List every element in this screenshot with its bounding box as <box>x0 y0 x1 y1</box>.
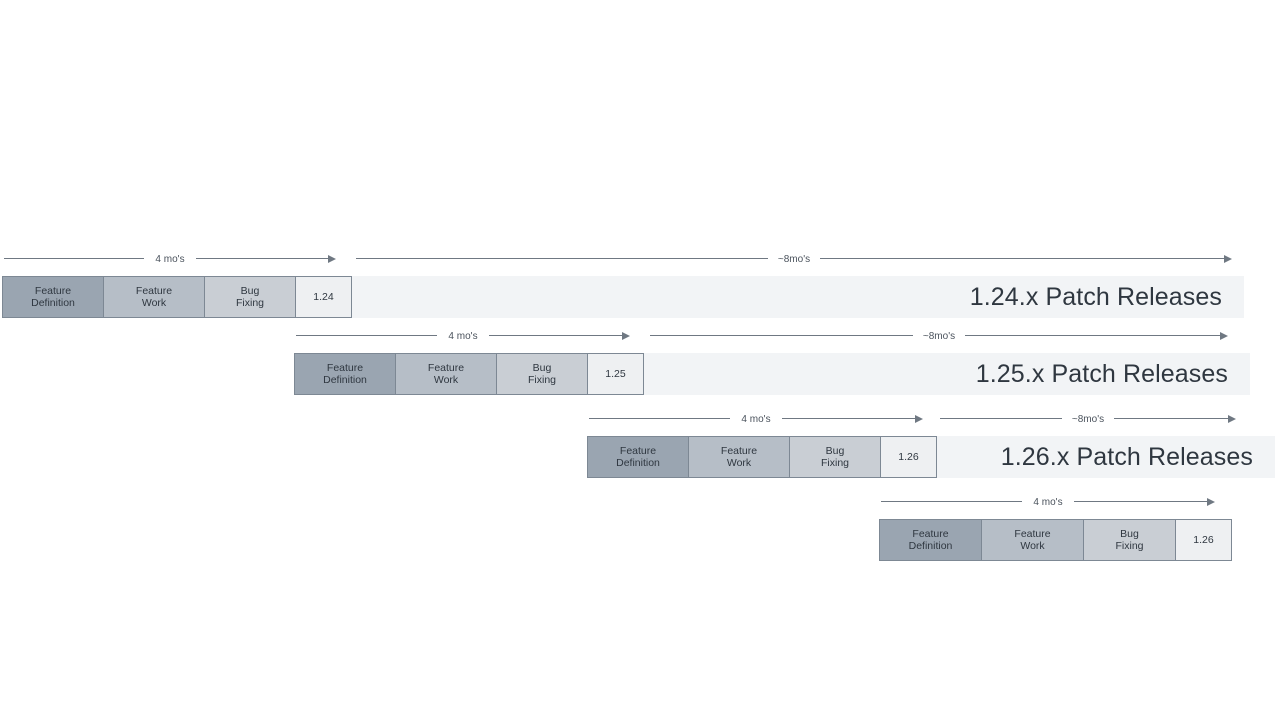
dev-duration-arrow-1.26-arrowhead-icon <box>1207 497 1215 506</box>
phase-cell-version: 1.25 <box>588 354 643 394</box>
phase-cell-bug-fixing-line1: Bug <box>532 361 552 374</box>
dev-duration-arrow-1.24-line-left <box>4 258 144 259</box>
dev-duration-arrow-1.26: 4 mo's <box>589 413 923 435</box>
phase-cell-feature-work-line1: Feature <box>135 284 173 297</box>
phase-cell-feature-definition-line1: Feature <box>34 284 72 297</box>
phase-cell-feature-definition-line2: Definition <box>908 540 953 552</box>
phase-cell-bug-fixing-line1: Bug <box>1120 527 1139 540</box>
patch-release-label: 1.24.x Patch Releases <box>969 282 1222 311</box>
phase-cell-feature-definition-line2: Definition <box>323 374 367 386</box>
phase-cell-feature-definition-line2: Definition <box>31 297 75 309</box>
dev-duration-arrow-1.25-arrowhead-icon <box>622 331 630 340</box>
phase-cell-feature-work-line1: Feature <box>427 361 465 374</box>
patch-duration-arrow-1.25-line-right <box>965 335 1220 336</box>
patch-duration-arrow-1.26-line-right <box>1114 418 1228 419</box>
dev-duration-arrow-1.26-label: 4 mo's <box>741 414 771 425</box>
dev-duration-arrow-1.26-label: 4 mo's <box>1033 497 1063 508</box>
patch-duration-arrow-1.24-arrowhead-icon <box>1224 254 1232 263</box>
dev-duration-arrow-1.25-line-right <box>489 335 622 336</box>
dev-duration-arrow-1.26-line-right <box>1074 501 1207 502</box>
phase-cell-bug-fixing-line2: Fixing <box>527 374 556 386</box>
phase-cell-version: 1.26 <box>881 437 936 477</box>
patch-duration-arrow-1.26-label: ~8mo's <box>1071 414 1105 425</box>
patch-duration-arrow-1.25-arrowhead-icon <box>1220 331 1228 340</box>
dev-duration-arrow-1.24-arrowhead-icon <box>328 254 336 263</box>
phase-cell-feature-definition-line1: Feature <box>912 527 949 540</box>
patch-duration-arrow-1.24-label: ~8mo's <box>777 254 811 265</box>
phase-cell-version: 1.24 <box>296 277 351 317</box>
phase-cell-bug-fixing-line2: Fixing <box>820 457 849 469</box>
phase-cell-version: 1.26 <box>1176 520 1231 560</box>
phase-cell-bug-fixing-line1: Bug <box>240 284 260 297</box>
dev-duration-arrow-1.25-label: 4 mo's <box>448 331 478 342</box>
patch-duration-arrow-1.26: ~8mo's <box>940 413 1236 435</box>
patch-duration-arrow-1.24-line-left <box>356 258 768 259</box>
phase-cell-feature-work-line1: Feature <box>720 444 758 457</box>
phase-cell-version-line1: 1.25 <box>605 367 626 380</box>
phase-cell-feature-definition-line1: Feature <box>326 361 364 374</box>
phase-cell-feature-work-line1: Feature <box>1014 527 1051 540</box>
patch-duration-arrow-1.25-line-left <box>650 335 913 336</box>
patch-release-label: 1.25.x Patch Releases <box>975 359 1228 388</box>
dev-duration-arrow-1.26-line-left <box>589 418 730 419</box>
patch-duration-arrow-1.26-line-left <box>940 418 1062 419</box>
phase-cell-feature-definition-line1: Feature <box>619 444 657 457</box>
dev-duration-arrow-1.26-line-right <box>782 418 915 419</box>
phase-cell-feature-work-line2: Work <box>726 457 752 469</box>
phase-cell-version-line1: 1.26 <box>1193 533 1214 546</box>
phase-cell-feature-definition-line2: Definition <box>616 457 660 469</box>
dev-duration-arrow-1.26-line-left <box>881 501 1022 502</box>
dev-duration-arrow-1.25: 4 mo's <box>296 330 630 352</box>
patch-duration-arrow-1.24: ~8mo's <box>356 253 1232 275</box>
phase-cell-bug-fixing-line2: Fixing <box>1115 540 1144 552</box>
dev-duration-arrow-1.24-label: 4 mo's <box>155 254 185 265</box>
phase-cell-bug-fixing-line2: Fixing <box>235 297 264 309</box>
dev-duration-arrow-1.25-line-left <box>296 335 437 336</box>
dev-duration-arrow-1.24-line-right <box>196 258 328 259</box>
phase-cell-feature-work-line2: Work <box>141 297 167 309</box>
phase-cell-bug-fixing-line1: Bug <box>825 444 845 457</box>
patch-duration-arrow-1.25: ~8mo's <box>650 330 1228 352</box>
phase-cell-version-line1: 1.24 <box>313 290 334 303</box>
dev-duration-arrow-1.24: 4 mo's <box>4 253 336 275</box>
dev-duration-arrow-1.26: 4 mo's <box>881 496 1215 518</box>
phase-cell-feature-work-line2: Work <box>433 374 459 386</box>
patch-duration-arrow-1.25-label: ~8mo's <box>922 331 956 342</box>
patch-duration-arrow-1.26-arrowhead-icon <box>1228 414 1236 423</box>
dev-duration-arrow-1.26-arrowhead-icon <box>915 414 923 423</box>
phase-cell-version-line1: 1.26 <box>898 450 919 463</box>
phase-cell-feature-work-line2: Work <box>1020 540 1045 552</box>
patch-duration-arrow-1.24-line-right <box>820 258 1224 259</box>
patch-release-label: 1.26.x Patch Releases <box>1000 442 1253 471</box>
